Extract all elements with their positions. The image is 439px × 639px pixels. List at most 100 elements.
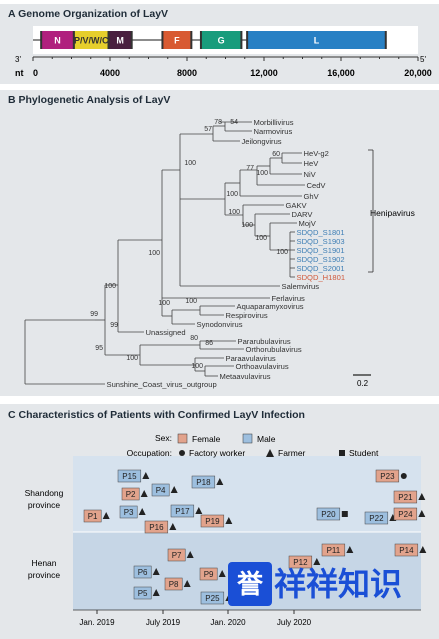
farmer-icon [142, 472, 150, 479]
farmer-icon [266, 449, 274, 457]
gene-end-marker [384, 31, 387, 49]
farmer-icon [140, 490, 148, 497]
gene-box [74, 31, 109, 49]
taxon-label: SDQD_S1801 [297, 228, 345, 237]
patient-box [375, 469, 400, 483]
patient-label: P19 [205, 517, 220, 526]
gene-label: P/V/W/C [74, 36, 109, 46]
province-henan-line2: province [28, 570, 60, 580]
patient-box [164, 577, 183, 591]
patient-label: P1 [88, 512, 98, 521]
legend-occupation-label: Occupation: [127, 448, 172, 458]
gene-start-marker [161, 31, 164, 49]
patient-label: P16 [149, 523, 164, 532]
farmer-icon [225, 517, 233, 524]
bootstrap-value: 60 [272, 151, 280, 158]
nt-tick-label: 12,000 [250, 68, 278, 78]
taxon-label: NiV [304, 170, 317, 179]
taxon-label: Narmovirus [254, 127, 293, 136]
patient-label: P22 [369, 514, 384, 523]
gene-end-marker [190, 31, 193, 49]
scale-label: 0.2 [357, 379, 369, 388]
gene-start-marker [72, 31, 75, 49]
taxon-label: Synodonvirus [197, 320, 243, 329]
patient-box [117, 469, 142, 483]
patient-box [191, 475, 216, 489]
legend-male: Male [257, 434, 276, 444]
bootstrap-value: 100 [148, 250, 160, 257]
farmer-icon [170, 486, 178, 493]
patient-label: P18 [196, 478, 211, 487]
patient-label: P2 [126, 490, 136, 499]
patient-box [394, 543, 419, 557]
patient-box [199, 567, 218, 581]
taxon-label: SDQD_S1902 [297, 255, 345, 264]
patient-box [133, 565, 152, 579]
patient-label: P7 [172, 551, 182, 560]
bootstrap-value: 95 [95, 345, 103, 352]
bootstrap-value: 100 [256, 170, 268, 177]
farmer-icon [186, 551, 194, 558]
taxon-label: GhV [304, 192, 320, 201]
gene-label: G [218, 36, 225, 46]
patient-label: P21 [398, 493, 413, 502]
taxon-label: MojV [299, 219, 317, 228]
patient-label: P23 [380, 472, 395, 481]
bootstrap-value: 99 [110, 322, 118, 329]
panel-b-title: B Phylogenetic Analysis of LayV [8, 94, 171, 106]
patient-label: P6 [138, 568, 148, 577]
taxon-label: Metaavulavirus [220, 372, 271, 381]
farmer-icon [183, 580, 191, 587]
taxon-label: CedV [307, 181, 327, 190]
panel-c-title: C Characteristics of Patients with Confi… [8, 409, 305, 421]
patient-label: P11 [327, 546, 341, 555]
gene-label: L [314, 36, 320, 46]
patient-box [364, 511, 389, 525]
patient-box [200, 514, 225, 528]
student-icon [341, 511, 348, 517]
bootstrap-value: 77 [246, 165, 254, 172]
farmer-icon [102, 512, 110, 519]
province-shandong-line2: province [28, 500, 60, 510]
gene-end-marker [240, 31, 243, 49]
factory-icon [400, 473, 407, 479]
taxon-label: Paraavulavirus [226, 354, 276, 363]
bootstrap-value: 100 [276, 249, 288, 256]
taxon-label: HeV-g2 [304, 149, 329, 158]
panel-a-title: A Genome Organization of LayV [8, 8, 169, 20]
patient-label: P24 [398, 510, 413, 519]
patient-box [321, 543, 346, 557]
student-icon [339, 450, 345, 456]
gene-start-marker [246, 31, 249, 49]
patient-box [167, 548, 186, 562]
taxon-label: Aquaparamyxovirus [237, 302, 304, 311]
taxon-label: Orthoavulavirus [236, 362, 289, 371]
patient-label: P8 [169, 580, 179, 589]
bootstrap-value: 100 [158, 300, 170, 307]
farmer-icon [418, 510, 426, 517]
patient-label: P3 [124, 508, 134, 517]
bootstrap-value: 57 [204, 126, 212, 133]
legend-farmer: Farmer [278, 448, 306, 458]
taxon-label: Orthorubulavirus [246, 345, 302, 354]
gene-box [109, 31, 132, 49]
taxon-label: Salemvirus [282, 282, 320, 291]
patient-box [83, 509, 102, 523]
farmer-icon [313, 558, 321, 565]
axis-prefix: nt [15, 68, 24, 78]
taxon-label: Morbillivirus [254, 118, 294, 127]
watermark-logo: 誉 [228, 562, 272, 606]
patient-label: P20 [321, 510, 336, 519]
nt-tick-label: 0 [33, 68, 38, 78]
taxon-label: Unassigned [146, 328, 186, 337]
bootstrap-value: 100 [184, 160, 196, 167]
bootstrap-value: 100 [185, 298, 197, 305]
patient-label: P15 [122, 472, 137, 481]
patient-label: P17 [175, 507, 190, 516]
patient-label: P9 [204, 570, 214, 579]
bootstrap-value: 100 [126, 355, 138, 362]
bootstrap-value: 100 [191, 363, 203, 370]
bootstrap-value: 100 [255, 235, 267, 242]
